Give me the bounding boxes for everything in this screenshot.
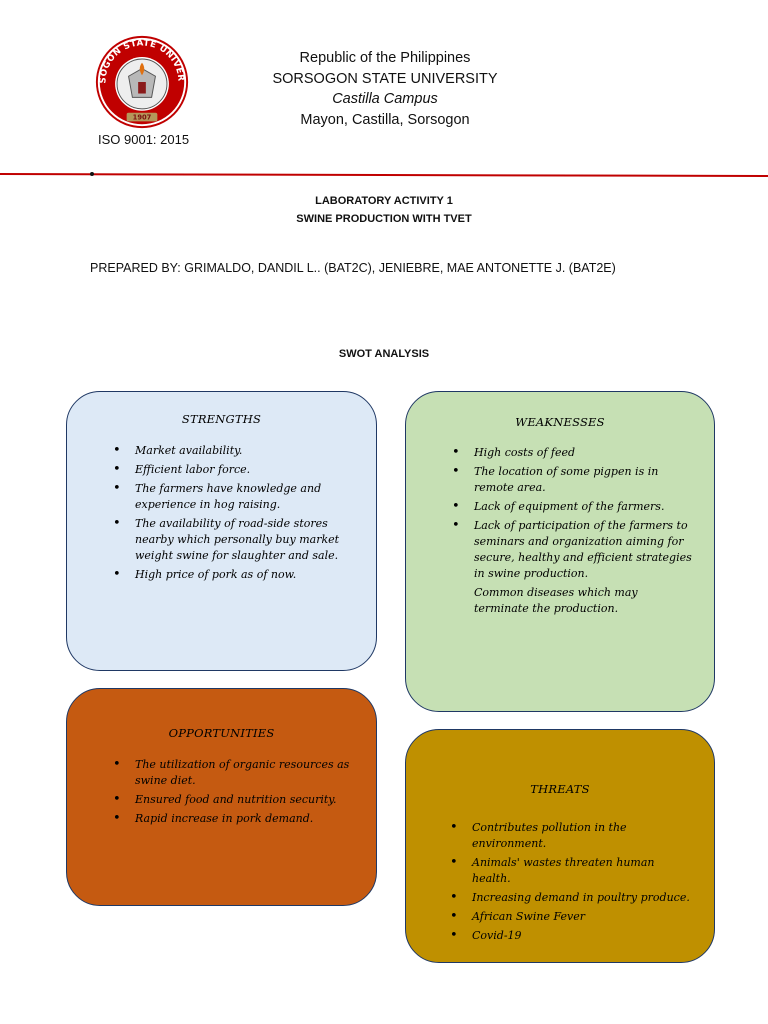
list-item: Ensured food and nutrition security. <box>113 792 376 808</box>
list-item: African Swine Fever <box>450 909 714 925</box>
list-item: Market availability. <box>113 443 376 459</box>
opportunities-box: OPPORTUNITIES The utilization of organic… <box>66 688 377 906</box>
iso-certification: ISO 9001: 2015 <box>98 132 190 147</box>
strengths-heading: STRENGTHS <box>181 412 262 426</box>
header-divider-rule <box>0 173 768 177</box>
header-country: Republic of the Philippines <box>299 50 471 66</box>
list-item: The availability of road-side stores nea… <box>113 516 376 564</box>
opportunities-list: The utilization of organic resources as … <box>67 757 376 827</box>
weaknesses-box: WEAKNESSES High costs of feed The locati… <box>405 391 715 712</box>
swot-title: SWOT ANALYSIS <box>338 348 430 360</box>
header-university: SORSOGON STATE UNIVERSITY <box>272 70 498 87</box>
weaknesses-heading: WEAKNESSES <box>515 415 605 429</box>
list-item: The utilization of organic resources as … <box>113 757 376 789</box>
list-item: Lack of participation of the farmers to … <box>452 518 714 582</box>
list-item: The farmers have knowledge and experienc… <box>113 481 376 513</box>
header-address: Mayon, Castilla, Sorsogon <box>300 111 470 128</box>
list-item: Increasing demand in poultry produce. <box>450 890 714 906</box>
document-header: Republic of the Philippines SORSOGON STA… <box>230 48 540 130</box>
strengths-box: STRENGTHS Market availability. Efficient… <box>66 391 377 671</box>
threats-box: THREATS Contributes pollution in the env… <box>405 729 715 963</box>
list-item: High price of pork as of now. <box>113 567 376 583</box>
list-item: High costs of feed <box>452 445 714 461</box>
list-item: Lack of equipment of the farmers. <box>452 499 714 515</box>
list-item: The location of some pigpen is in remote… <box>452 464 714 496</box>
divider-dot <box>90 172 94 176</box>
strengths-list: Market availability. Efficient labor for… <box>67 443 376 583</box>
opportunities-heading: OPPORTUNITIES <box>168 726 275 740</box>
university-seal-logo: SORSOGON STATE UNIVERSITY 1907 <box>94 34 189 129</box>
weaknesses-list: High costs of feed The location of some … <box>406 445 714 582</box>
threats-heading: THREATS <box>530 782 590 796</box>
list-item: Covid-19 <box>450 928 714 944</box>
threats-list: Contributes pollution in the environment… <box>406 820 714 944</box>
activity-title: LABORATORY ACTIVITY 1 <box>315 195 453 207</box>
list-item: Animals' wastes threaten human health. <box>450 855 714 887</box>
activity-subtitle: SWINE PRODUCTION WITH TVET <box>296 213 472 225</box>
list-item: Rapid increase in pork demand. <box>113 811 376 827</box>
prepared-by: PREPARED BY: GRIMALDO, DANDIL L.. (BAT2C… <box>90 261 616 275</box>
weaknesses-extra-note: Common diseases which may terminate the … <box>474 586 638 615</box>
header-campus: Castilla Campus <box>332 91 438 107</box>
seal-year: 1907 <box>133 113 152 121</box>
list-item: Contributes pollution in the environment… <box>450 820 714 852</box>
list-item: Efficient labor force. <box>113 462 376 478</box>
